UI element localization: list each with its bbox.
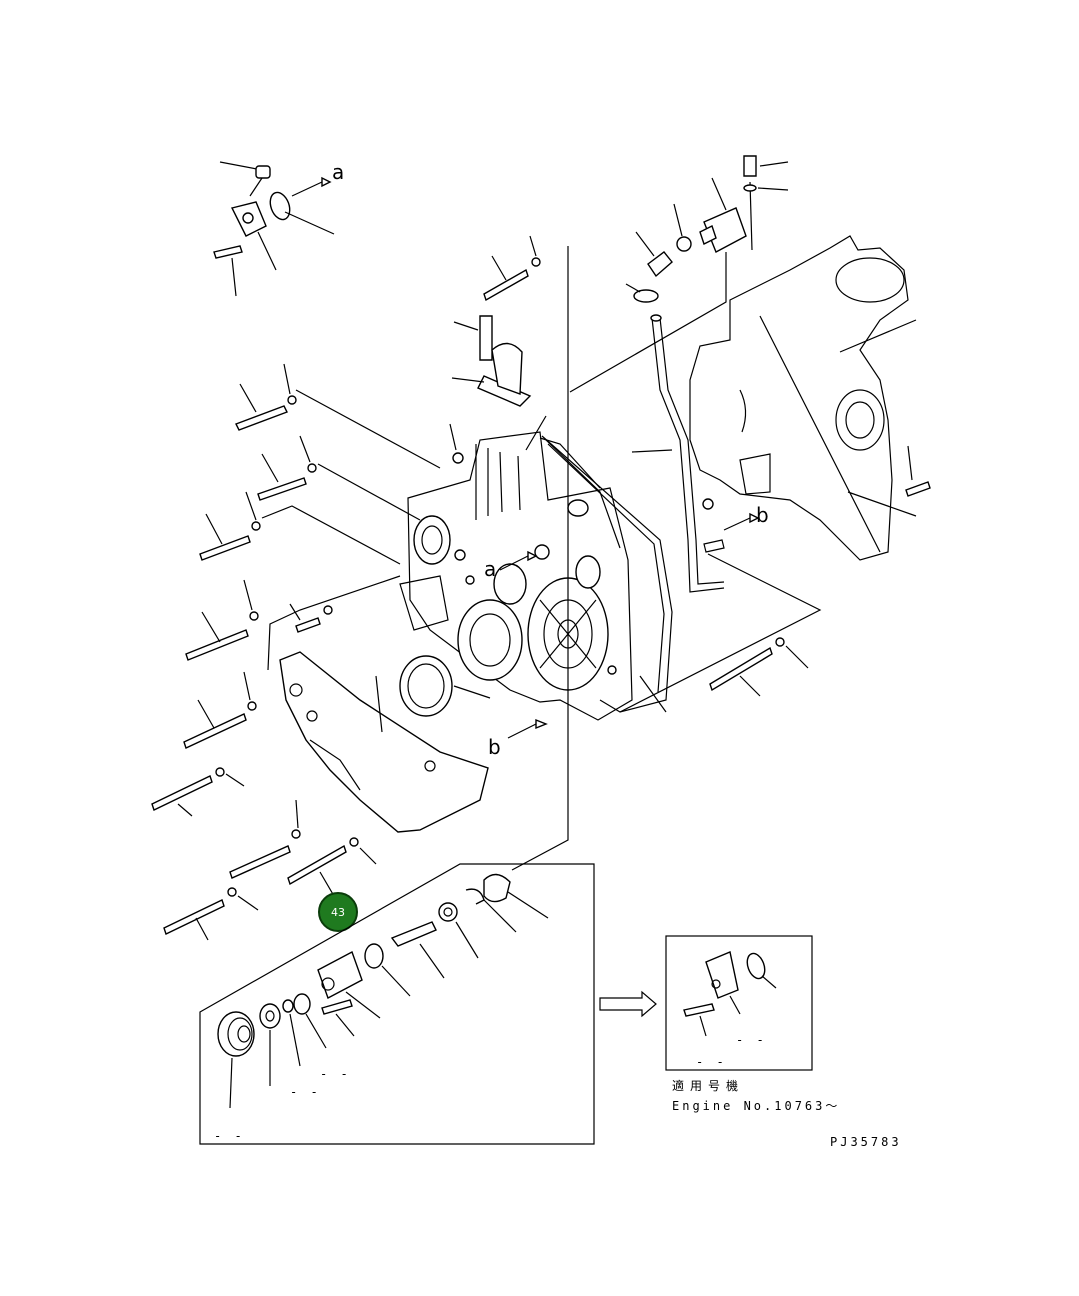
label-b-lower: b	[488, 735, 501, 759]
inset-dash-4: - -	[736, 1033, 767, 1047]
right-side-bolt	[709, 637, 809, 697]
front-cover-gasket	[541, 435, 673, 713]
left-bolt-set	[151, 363, 441, 941]
breather-tube-assembly	[569, 155, 822, 713]
cylinder-block-front	[689, 235, 931, 561]
detail-dash-1: - -	[320, 1067, 351, 1081]
detail-dash-3: - -	[214, 1129, 245, 1143]
engine-serial-number: Engine No.10763～	[672, 1099, 840, 1113]
label-b-right: b	[756, 503, 769, 527]
label-a-mid: a	[484, 557, 496, 581]
oil-seal	[399, 655, 491, 717]
inset-dash-5: - -	[696, 1055, 727, 1069]
callout-43-number: 43	[331, 906, 345, 919]
callout-43[interactable]: 43	[318, 892, 358, 932]
detail-box-idler-parts	[199, 863, 595, 1145]
lifting-bracket-and-bolts	[449, 235, 547, 464]
inset-box-later-engine	[665, 935, 813, 1071]
top-left-subassembly	[213, 161, 335, 297]
drawing-code: PJ35783	[830, 1135, 902, 1149]
inset-arrow	[599, 990, 657, 1018]
label-a-top: a	[332, 160, 344, 184]
detail-dash-2: - -	[290, 1085, 321, 1099]
applicable-serial-heading: 適用号機	[672, 1078, 744, 1093]
mounting-bracket	[279, 651, 489, 833]
